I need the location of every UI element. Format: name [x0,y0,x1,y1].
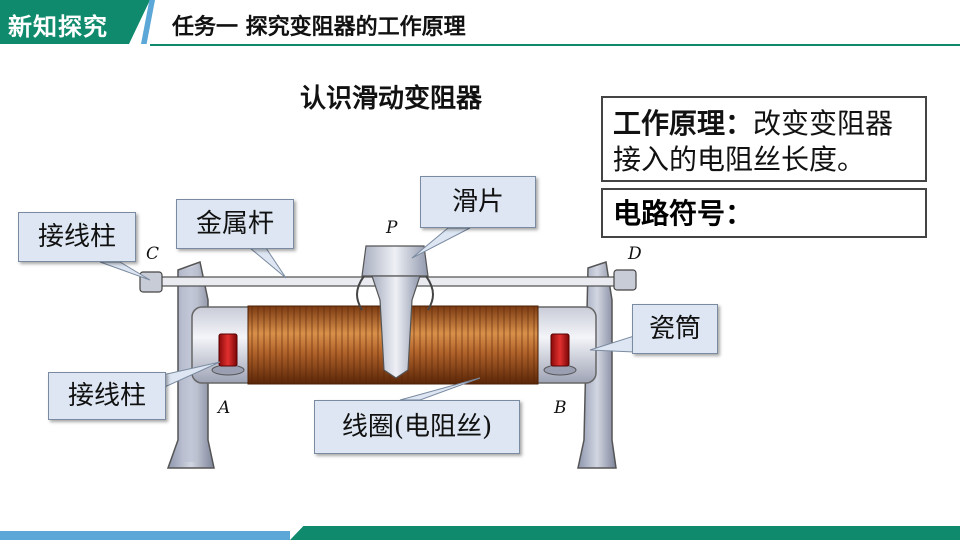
principle-box: 工作原理：改变变阻器接入的电阻丝长度。 [601,96,927,182]
callout-coil: 线圈(电阻丝) [314,400,520,454]
callout-porcelain-tube: 瓷筒 [632,304,718,354]
point-b-label: B [554,398,567,418]
slider [356,245,434,379]
page-title: 任务一 探究变阻器的工作原理 [172,15,466,40]
principle-label: 工作原理 [613,107,726,140]
section-tag: 新知探究 [0,0,150,44]
point-a-label: A [218,398,231,418]
principle-text: 改变变阻器接入的电阻丝长度。 [613,107,894,176]
symbol-colon: ： [725,197,754,230]
symbol-box: 电路符号： [601,188,927,238]
header-divider [150,44,960,46]
point-p-label: P [386,218,398,238]
callout-terminal-bottom: 接线柱 [48,372,166,420]
footer-stripe [0,531,290,540]
callout-metal-rod: 金属杆 [176,199,294,249]
callout-terminal-top: 接线柱 [18,212,136,262]
point-c-label: C [146,244,160,264]
principle-colon: ： [725,107,754,140]
header: 新知探究 任务一 探究变阻器的工作原理 [0,0,960,46]
symbol-label: 电路符号 [613,197,726,230]
section-tag-text: 新知探究 [8,13,108,41]
callout-slider: 滑片 [420,176,536,228]
slide-subtitle: 认识滑动变阻器 [300,84,483,114]
footer-bar [290,526,960,540]
point-d-label: D [628,244,642,264]
terminal-b [543,333,577,376]
terminal-a [211,333,245,376]
callout-pointers [99,227,635,401]
